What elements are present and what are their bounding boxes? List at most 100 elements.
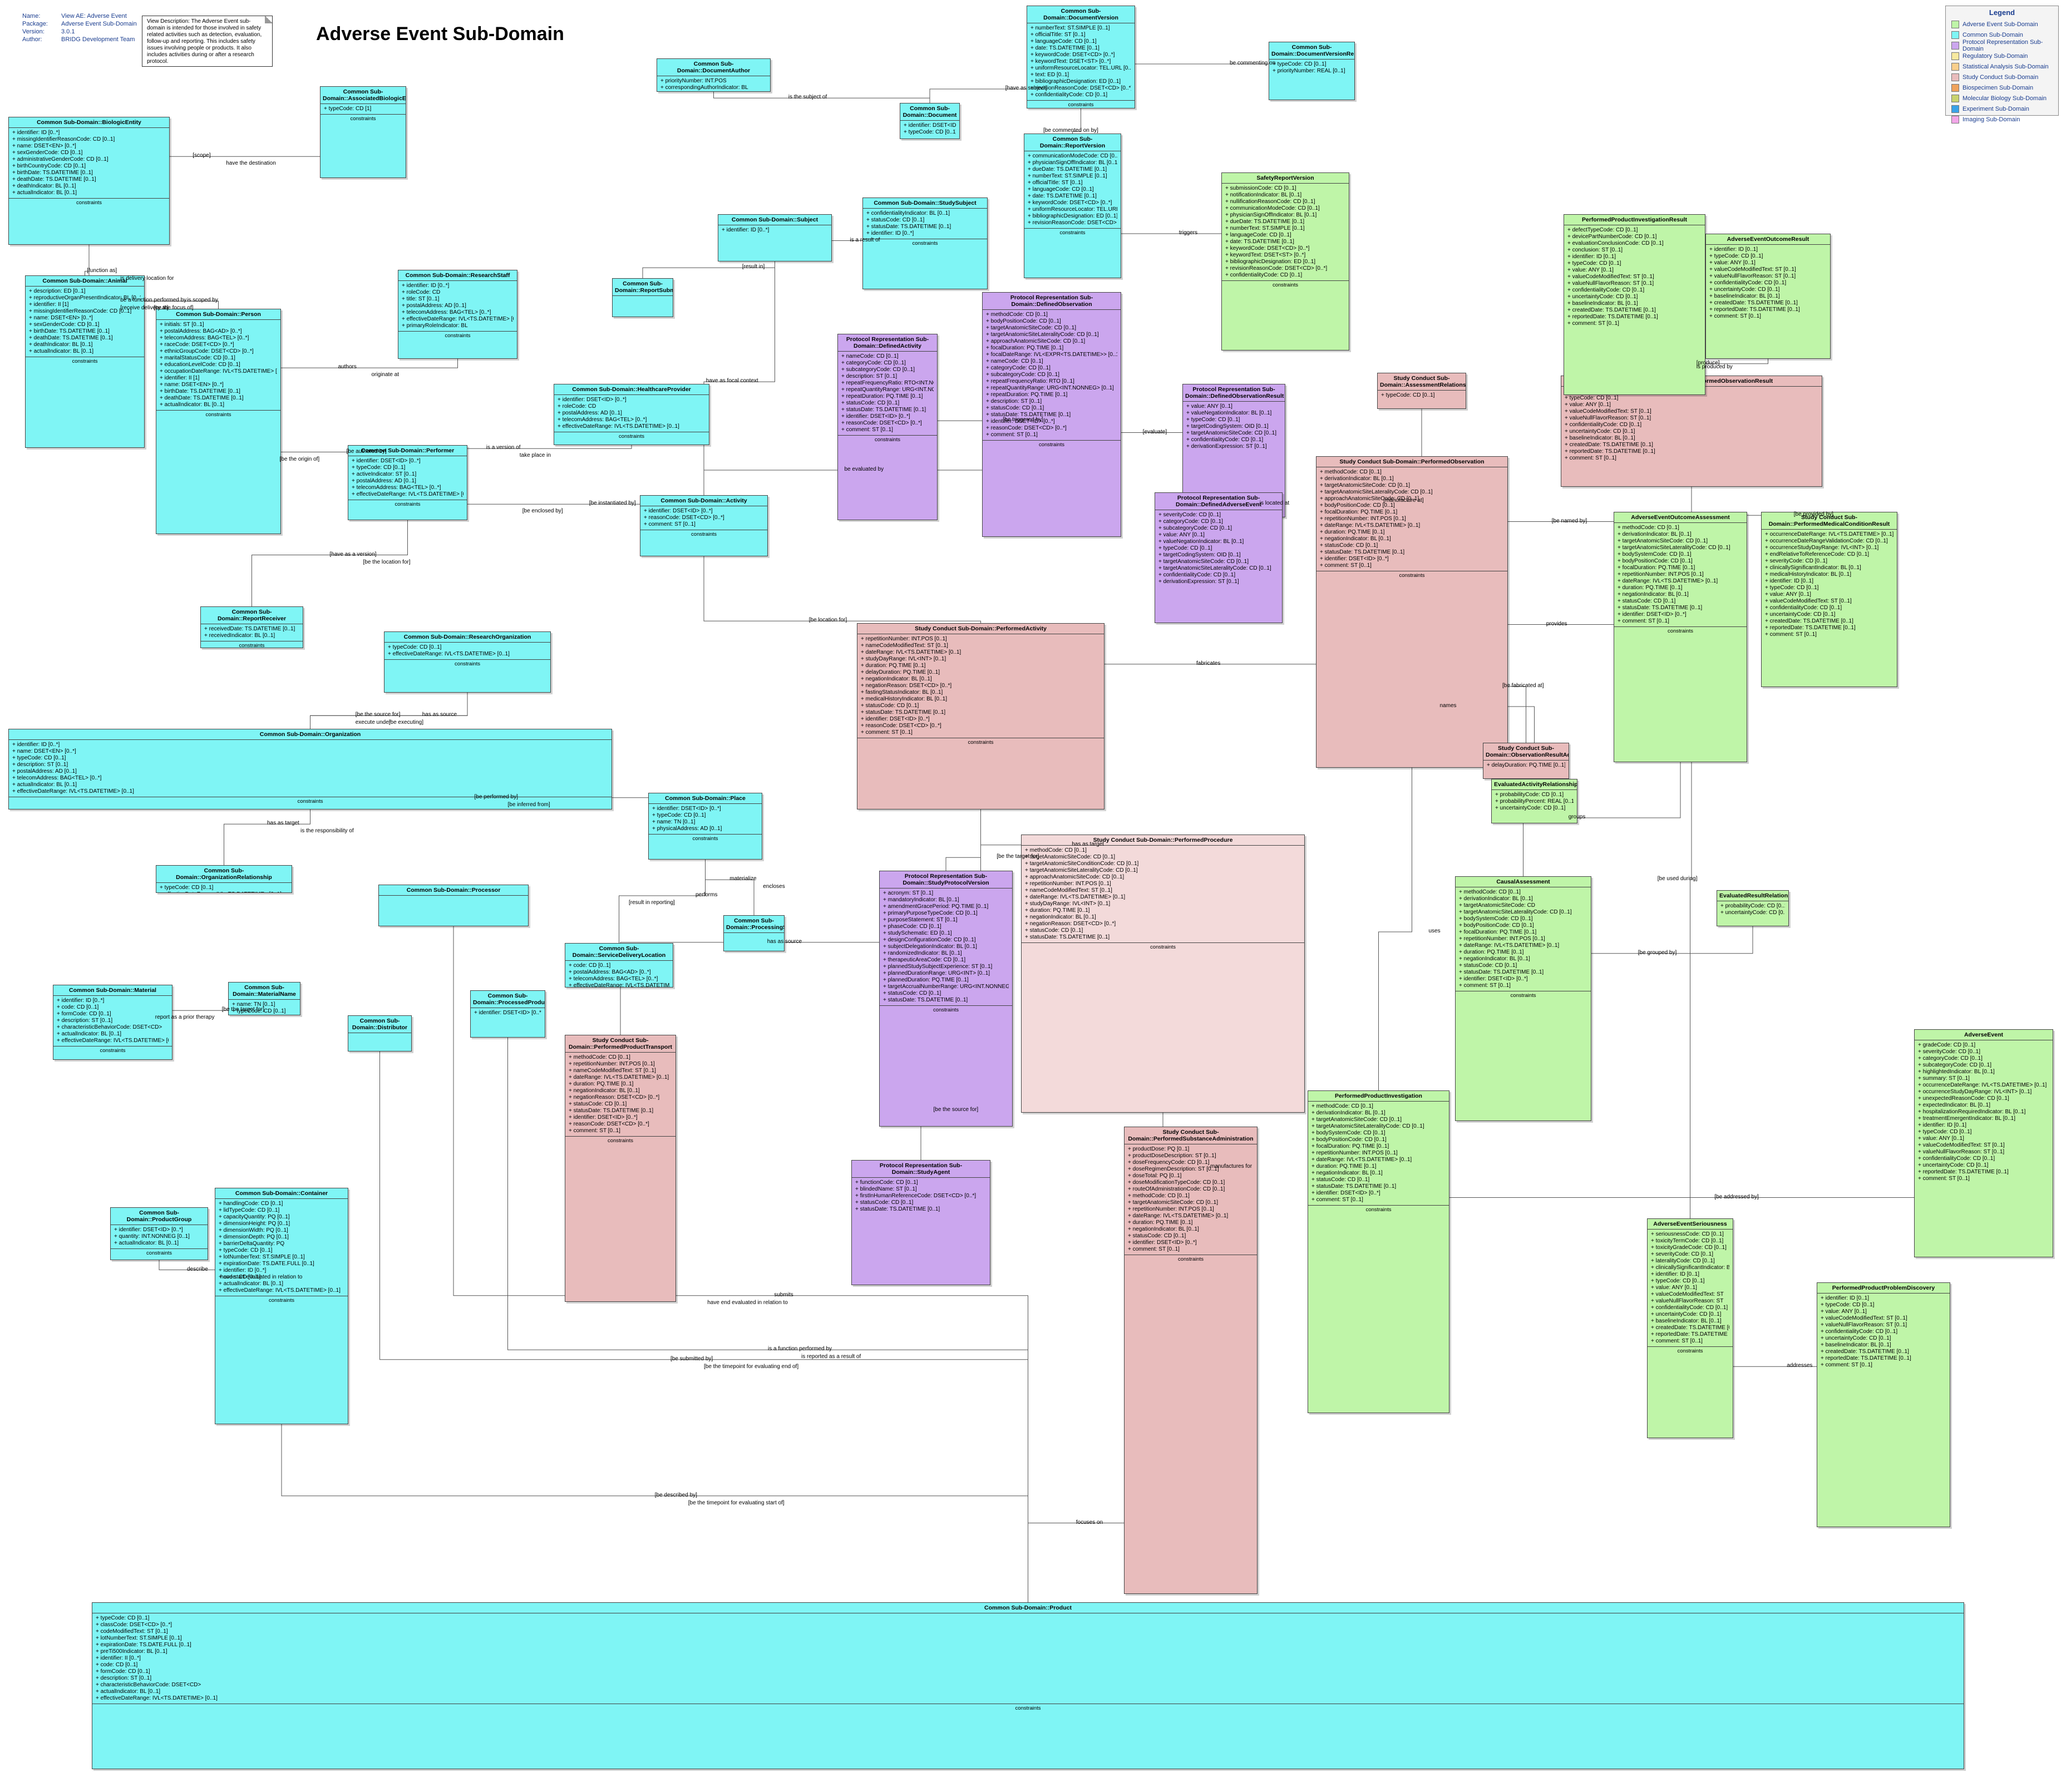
attribute: + lidTypeCode: CD [0..1]	[219, 1207, 280, 1213]
attribute: + confidentialityCode: CD [0..1]	[1567, 287, 1645, 293]
attribute: + firstInHumanReferenceCode: DSET<CD> [0…	[855, 1193, 977, 1199]
attribute: + value: ANY [0..1]	[1567, 267, 1614, 273]
attribute: + valueNullFlavorReason: ST [0..1]	[1821, 1322, 1907, 1328]
uml-class-servicedeliverylocation: Common Sub-Domain::ServiceDeliveryLocati…	[565, 943, 673, 988]
class-title: Common Sub-Domain::Animal	[26, 276, 144, 287]
attribute: + identifier: DSET<ID> [0..*]	[652, 806, 721, 812]
attribute: + dateRange: IVL<TS.DATETIME> [0..1]	[861, 649, 961, 655]
attribute: + endRelativeToReferenceCode: CD [0..1]	[1765, 551, 1870, 557]
attribute: + bibliographicDesignation: ED [0..1]	[1028, 213, 1117, 219]
attribute: + dimensionHeight: PQ [0..1]	[219, 1221, 290, 1227]
attribute: + valueNullFlavorReason: ST [0..1]	[1565, 415, 1651, 421]
attribute: + reportedDate: TS.DATETIME [0..1]	[1918, 1169, 2009, 1175]
attribute: + statusCode: CD [0..1]	[1320, 542, 1378, 549]
attribute: + targetAnatomicSiteLateralityCode: CD […	[1158, 565, 1271, 571]
attribute: + doseFrequencyCode: CD [0..1]	[1128, 1159, 1210, 1166]
legend-label: Experiment Sub-Domain	[1962, 105, 2029, 112]
attribute: + targetAnatomicSiteConditionCode: CD [0…	[1025, 861, 1139, 867]
attribute: + valueNullFlavorReason: ST [0..1]	[1567, 280, 1654, 287]
attribute: + activeIndicator: ST [0..1]	[352, 471, 417, 477]
attribute: + bodySystemCode: CD [0..1]	[1459, 916, 1533, 922]
class-title: Common Sub-Domain::AssociatedBiologicEnt…	[320, 87, 406, 104]
attribute: + duration: PQ.TIME [0..1]	[569, 1081, 634, 1087]
attribute: + identifier: ID [0..1]	[1709, 246, 1758, 253]
attribute: + valueNegationIndicator: BL [0..1]	[1158, 539, 1244, 545]
legend-item: Common Sub-Domain	[1946, 29, 2058, 40]
uml-class-performedproductinvestigation: PerformedProductInvestigation+ methodCod…	[1308, 1090, 1449, 1413]
attribute: + focalDuration: PQ.TIME [0..1]	[1618, 565, 1695, 571]
attribute: + confidentialityCode: CD [0..1]	[1186, 437, 1264, 443]
attribute: + confidentialityCode: CD [0..1]	[1918, 1156, 1995, 1162]
attribute: + nameCodeModifiedText: ST [0..1]	[1025, 887, 1112, 893]
meta-value: 3.0.1	[61, 28, 75, 35]
attribute-list: + identifier: ID [0..1]+ typeCode: CD [0…	[1817, 1294, 1950, 1370]
attribute: + dateRange: IVL<TS.DATETIME> [0..1]	[1128, 1213, 1229, 1219]
attribute: + identifier: ID [0..1]	[1567, 254, 1616, 260]
attribute-list: + identifier: ID [0..1]+ typeCode: CD [0…	[1561, 387, 1822, 463]
constraints-section: constraints	[398, 331, 517, 340]
attribute-list: + defectTypeCode: CD [0..1]+ devicePartN…	[1564, 225, 1705, 329]
attribute: + code: CD [0..1]	[569, 962, 611, 969]
class-title: Study Conduct Sub-Domain::PerformedSubst…	[1125, 1127, 1257, 1144]
uml-class-biologicentity: Common Sub-Domain::BiologicEntity+ ident…	[8, 117, 170, 245]
attribute: + comment: ST [0..1]	[1765, 631, 1817, 638]
attribute-list	[613, 296, 673, 299]
attribute: + effectiveDateRange: IVL<TS.DATETIME> […	[160, 891, 288, 892]
attribute: + statusCode: CD [0..1]	[861, 703, 919, 709]
attribute: + reportedDate: TS.DATETIME [0..1]	[1821, 1355, 1911, 1361]
attribute: + effectiveDateRange: IVL<TS.DATETIME> […	[388, 651, 510, 657]
uml-class-documentversionrelationship: Common Sub-Domain::DocumentVersionRelati…	[1269, 42, 1355, 100]
attribute: + characteristicBehaviorCode: DSET<CD>	[96, 1682, 201, 1688]
class-title: Protocol Representation Sub-Domain::Stud…	[880, 871, 1012, 888]
class-title: Common Sub-Domain::ProcessingSite	[724, 916, 784, 933]
attribute: + routeOfAdministrationCode: CD [0..1]	[1128, 1186, 1225, 1192]
attribute: + date: TS.DATETIME [0..1]	[1028, 193, 1097, 199]
attribute: + identifier: ID [0..1]	[1651, 1271, 1699, 1277]
attribute-list: + occurrenceDateRange: IVL<TS.DATETIME> …	[1762, 530, 1897, 640]
attribute: + characteristicBehaviorCode: DSET<CD>	[57, 1024, 162, 1030]
attribute: + blindedName: ST [0..1]	[855, 1186, 917, 1192]
uml-class-organization: Common Sub-Domain::Organization+ identif…	[8, 729, 612, 809]
uml-class-activity: Common Sub-Domain::Activity+ identifier:…	[640, 495, 768, 556]
attribute: + keywordCode: DSET<CD> [0..*]	[1028, 200, 1112, 206]
attribute: + handlingCode: CD [0..1]	[219, 1201, 283, 1207]
attribute: + negationIndicator: BL [0..1]	[861, 676, 932, 682]
uml-class-adverseeventoutcomeresult: AdverseEventOutcomeResult+ identifier: I…	[1705, 234, 1831, 359]
attribute: + methodCode: CD [0..1]	[986, 312, 1048, 318]
attribute: + targetAnatomicSiteCode: CD	[1459, 902, 1536, 909]
attribute: + description: ST [0..1]	[986, 398, 1042, 404]
attribute: + typeCode: CD [0..1]	[96, 1615, 150, 1621]
attribute: + statusCode: CD [0..1]	[986, 405, 1044, 411]
attribute: + confidentialityCode: CD [0..1]	[1225, 272, 1303, 278]
attribute: + value: ANY [0..1]	[1821, 1309, 1867, 1315]
attribute: + targetAnatomicSiteCode: CD [0..1]	[1158, 559, 1249, 565]
attribute: + statusCode: CD [0..1]	[1459, 962, 1517, 969]
class-title: PerformedProductProblemDiscovery	[1817, 1283, 1950, 1294]
meta-value: BRIDG Development Team	[61, 36, 135, 43]
uml-class-performedobservation: Study Conduct Sub-Domain::PerformedObser…	[1316, 456, 1508, 768]
attribute: + subcategoryCode: CD [0..1]	[1158, 525, 1232, 531]
class-title: Common Sub-Domain::ReportSubmitter	[613, 279, 673, 296]
attribute: + uncertaintyCode: CD [0..1]	[1720, 910, 1785, 916]
class-title: Common Sub-Domain::DocumentAuthor	[657, 59, 770, 76]
attribute-list: + seriousnessCode: CD [0..1]+ toxicityTe…	[1648, 1230, 1733, 1346]
attribute: + numberText: ST.SIMPLE [0..1]	[1225, 225, 1305, 231]
constraints-section: constraints	[565, 1136, 675, 1146]
attribute: + baselineIndicator: BL [0..1]	[1565, 435, 1635, 441]
attribute: + statusDate: TS.DATETIME [0..1]	[1459, 969, 1544, 975]
attribute: + typeCode: CD [0..1]	[388, 644, 442, 650]
constraints-section: constraints	[1614, 626, 1747, 636]
attribute: + effectiveDateRange: IVL<TS.DATETIME> […	[352, 491, 463, 497]
attribute: + medicalHistoryIndicator: BL [0..1]	[1765, 571, 1851, 577]
attribute: + statusDate: TS.DATETIME [0..1]	[883, 997, 968, 1003]
attribute: + missingIdentifierReasonCode: CD [0..1]	[29, 308, 132, 314]
attribute: + categoryCode: CD [0..1]	[1158, 519, 1223, 525]
association-label: have as focal context	[706, 378, 758, 384]
class-title: Common Sub-Domain::Container	[215, 1188, 348, 1199]
attribute: + effectiveDateRange: IVL<TS.DATETIME> […	[569, 983, 669, 988]
attribute: + createdDate: TS.DATETIME [0..1]	[1565, 442, 1653, 448]
association-label: report as a prior therapy	[155, 1014, 215, 1021]
class-title: CausalAssessment	[1456, 877, 1591, 887]
attribute-list: + numberText: ST.SIMPLE [0..1]+ official…	[1027, 23, 1135, 100]
uml-class-reportreceiver: Common Sub-Domain::ReportReceiver+ recei…	[200, 606, 303, 648]
